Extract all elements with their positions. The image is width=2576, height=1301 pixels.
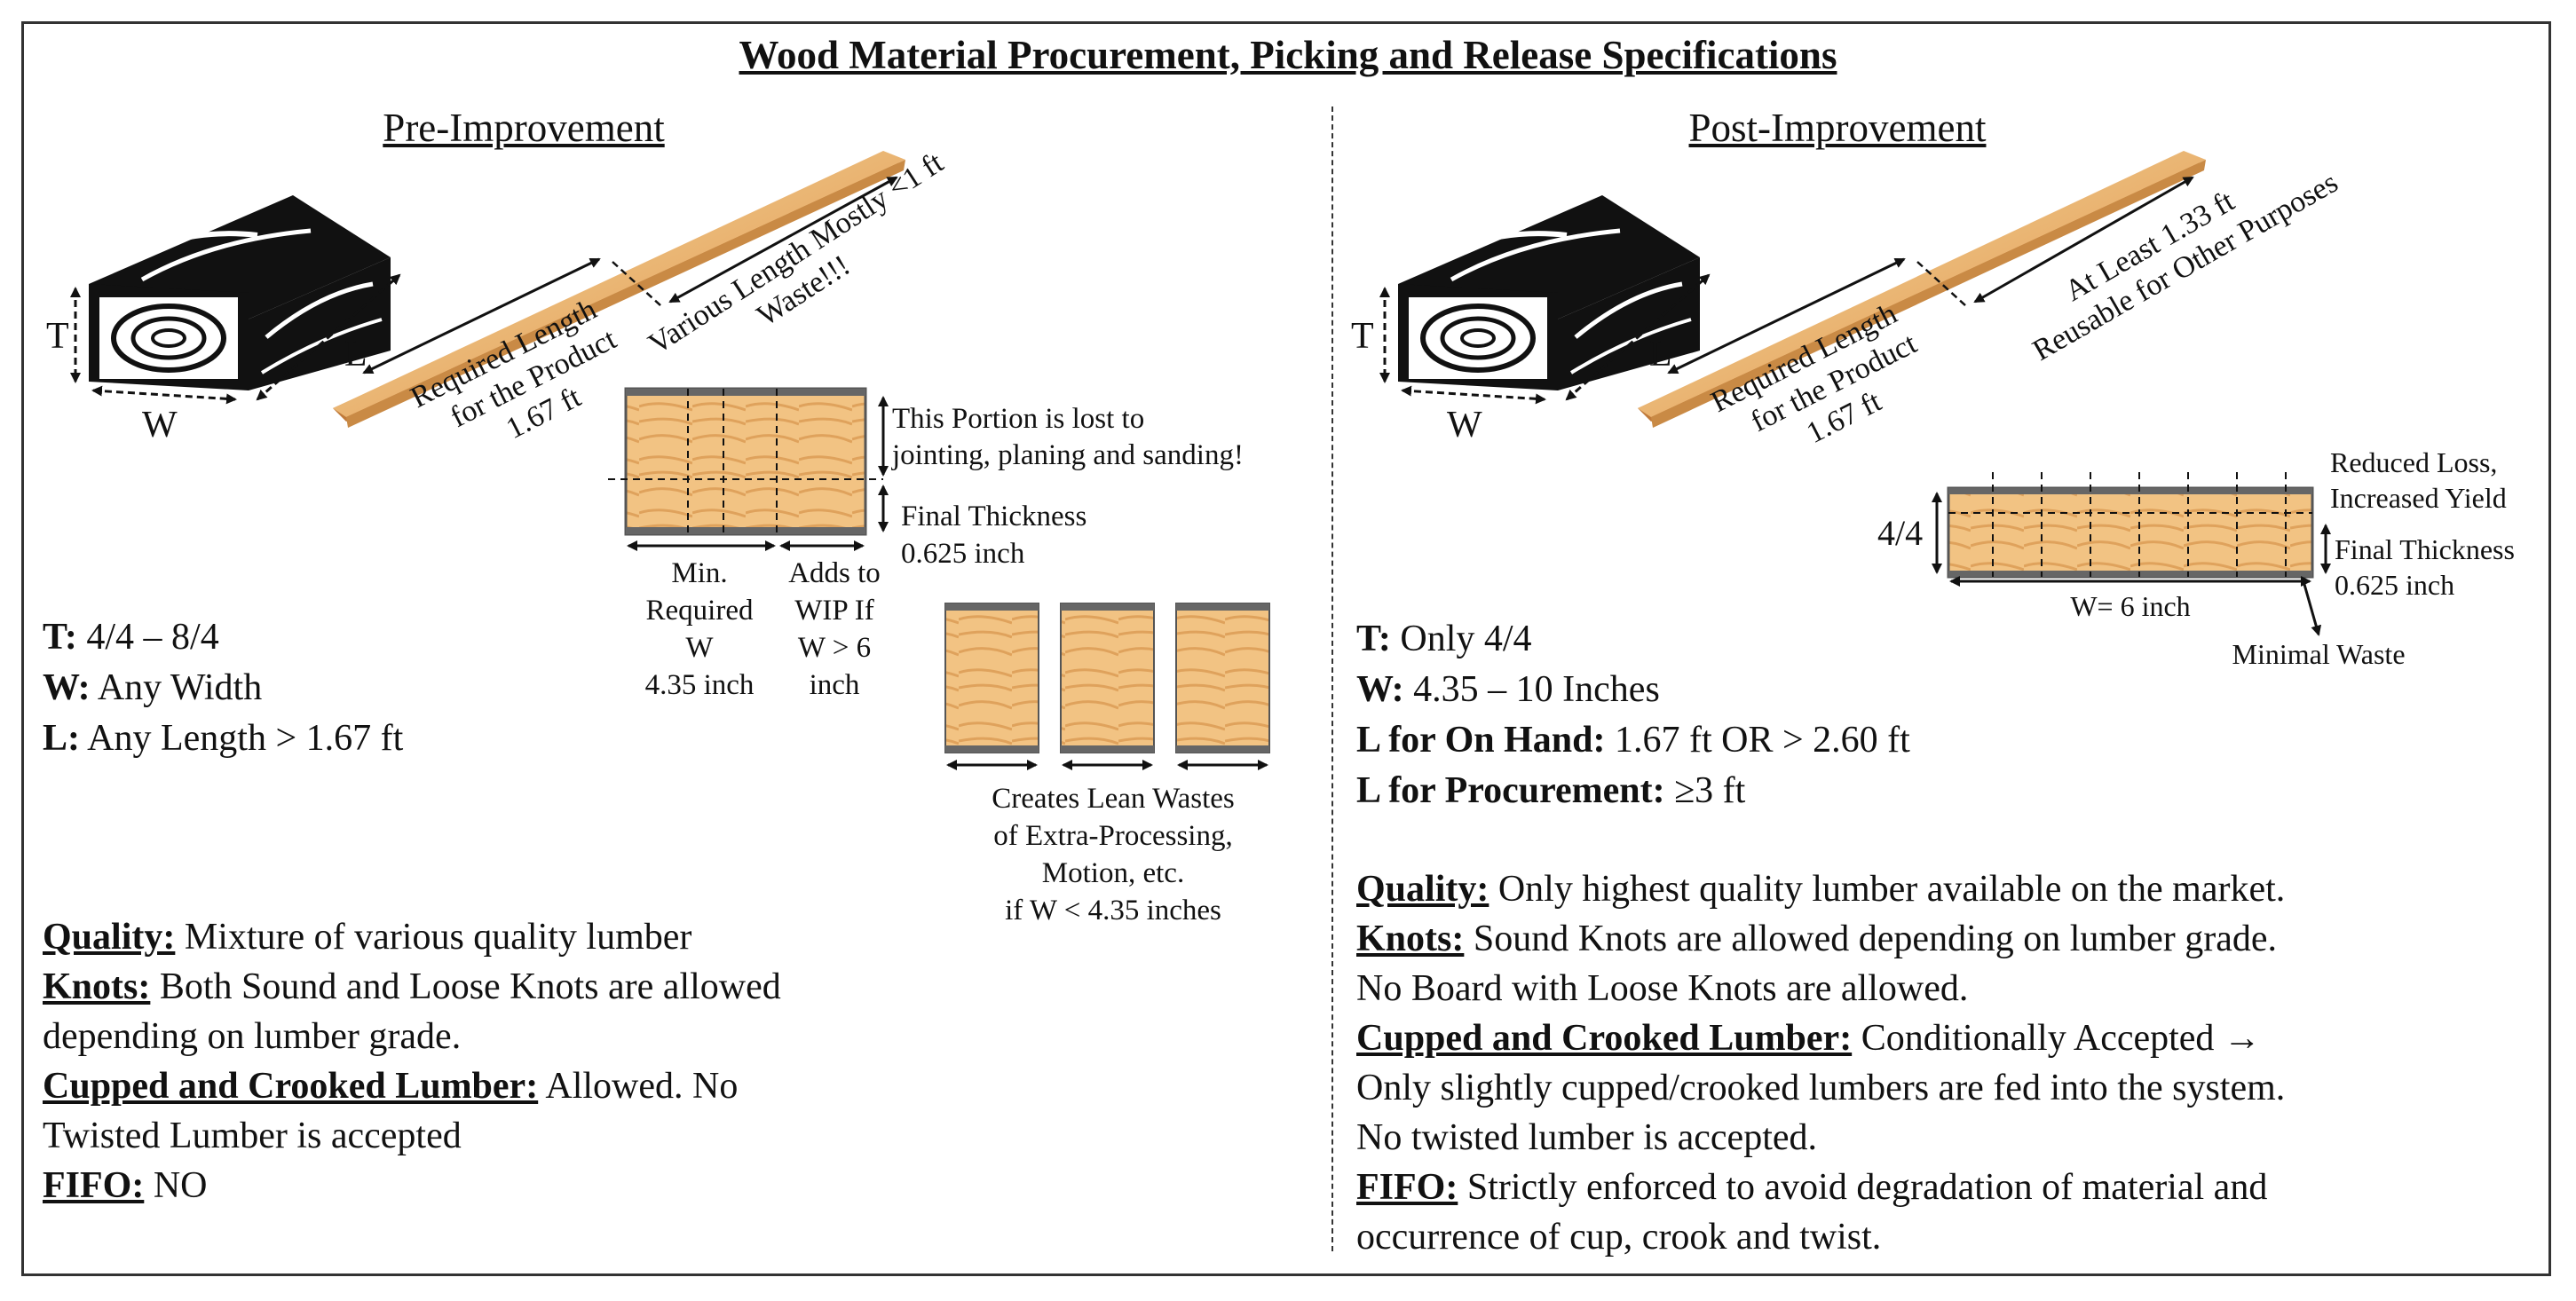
pre-small-line1: Creates Lean Wastes	[992, 783, 1234, 815]
post-spec-t: T: Only 4/4	[1356, 619, 1532, 659]
post-thick-label: 4/4	[1877, 513, 1923, 553]
pre-t-label: T	[46, 316, 69, 357]
post-reduced-line2: Increased Yield	[2330, 482, 2507, 514]
post-w-label: W	[1447, 405, 1482, 445]
pre-lost-line2: jointing, planing and sanding!	[891, 439, 1244, 471]
post-atleast-line2: Reusable for Other Purposes	[2027, 166, 2343, 367]
pre-min-line2: Required	[646, 595, 754, 627]
post-cupped-cont2: No twisted lumber is accepted.	[1356, 1117, 1818, 1158]
post-specs: T: Only 4/4 W: 4.35 – 10 Inches L for On…	[1356, 614, 1910, 816]
pre-quality: Quality: Mixture of various quality lumb…	[43, 917, 692, 958]
pre-adds-line4: inch	[810, 669, 860, 701]
page-title: Wood Material Procurement, Picking and R…	[739, 33, 1837, 77]
pre-spec-w: W: Any Width	[43, 667, 263, 708]
pre-knots: Knots: Both Sound and Loose Knots are al…	[43, 966, 781, 1007]
post-l-label: L	[1649, 334, 1672, 375]
pre-small-line2: of Extra-Processing,	[993, 820, 1232, 852]
pre-spec-l: L: Any Length > 1.67 ft	[43, 718, 404, 759]
pre-adds-line2: WIP If	[794, 595, 874, 627]
center-divider	[1331, 106, 1333, 1251]
post-cupped-cont: Only slightly cupped/crooked lumbers are…	[1356, 1068, 2286, 1108]
pre-final-line2: 0.625 inch	[901, 538, 1025, 570]
outer-frame	[21, 21, 2551, 1276]
pre-small-line3: Motion, etc.	[1042, 857, 1184, 889]
pre-adds-line1: Adds to	[788, 557, 881, 589]
pre-small-boards	[944, 603, 1270, 753]
pre-min-line1: Min.	[671, 557, 727, 589]
pre-min-line3: W	[685, 632, 714, 664]
post-final-line2: 0.625 inch	[2335, 569, 2454, 601]
post-spec-w: W: 4.35 – 10 Inches	[1356, 669, 1660, 710]
pre-lost-line1: This Portion is lost to	[892, 403, 1144, 435]
pre-cupped-cont: Twisted Lumber is accepted	[43, 1116, 462, 1156]
pre-fifo: FIFO: NO	[43, 1165, 208, 1206]
pre-spec-t: T: 4/4 – 8/4	[43, 617, 219, 658]
post-spec-l-on-hand: L for On Hand: 1.67 ft OR > 2.60 ft	[1356, 720, 1910, 761]
post-cross-section	[1947, 472, 2314, 579]
post-quality-block: Quality: Only highest quality lumber ava…	[1356, 864, 2285, 1262]
post-width-label: W= 6 inch	[2070, 590, 2190, 622]
post-spec-l-procurement: L for Procurement: ≥3 ft	[1356, 770, 1746, 811]
pre-min-line4: 4.35 inch	[645, 669, 755, 701]
pre-heading: Pre-Improvement	[383, 106, 665, 150]
pre-knots-cont: depending on lumber grade.	[43, 1016, 462, 1057]
post-fifo: FIFO: Strictly enforced to avoid degrada…	[1356, 1167, 2268, 1208]
post-final-line1: Final Thickness	[2335, 533, 2515, 565]
pre-final-line1: Final Thickness	[901, 501, 1087, 532]
post-reduced-line1: Reduced Loss,	[2330, 446, 2497, 478]
pre-w-label: W	[142, 405, 178, 445]
post-quality: Quality: Only highest quality lumber ava…	[1356, 869, 2286, 910]
post-knots: Knots: Sound Knots are allowed depending…	[1356, 919, 2277, 959]
pre-l-label: L	[344, 334, 367, 375]
post-cupped: Cupped and Crooked Lumber: Conditionally…	[1356, 1018, 2261, 1059]
pre-cupped: Cupped and Crooked Lumber: Allowed. No	[43, 1066, 739, 1107]
pre-adds-line3: W > 6	[798, 632, 871, 664]
post-fifo-cont: occurrence of cup, crook and twist.	[1356, 1217, 1882, 1258]
post-knots-cont: No Board with Loose Knots are allowed.	[1356, 968, 1969, 1009]
pre-cross-section	[608, 387, 883, 536]
post-minimal-waste: Minimal Waste	[2232, 638, 2405, 670]
pre-quality-block: Quality: Mixture of various quality lumb…	[43, 912, 781, 1210]
post-t-label: T	[1351, 316, 1374, 357]
pre-small-line4: if W < 4.35 inches	[1005, 895, 1221, 926]
post-heading: Post-Improvement	[1688, 106, 1987, 150]
pre-specs: T: 4/4 – 8/4 W: Any Width L: Any Length …	[43, 612, 403, 764]
